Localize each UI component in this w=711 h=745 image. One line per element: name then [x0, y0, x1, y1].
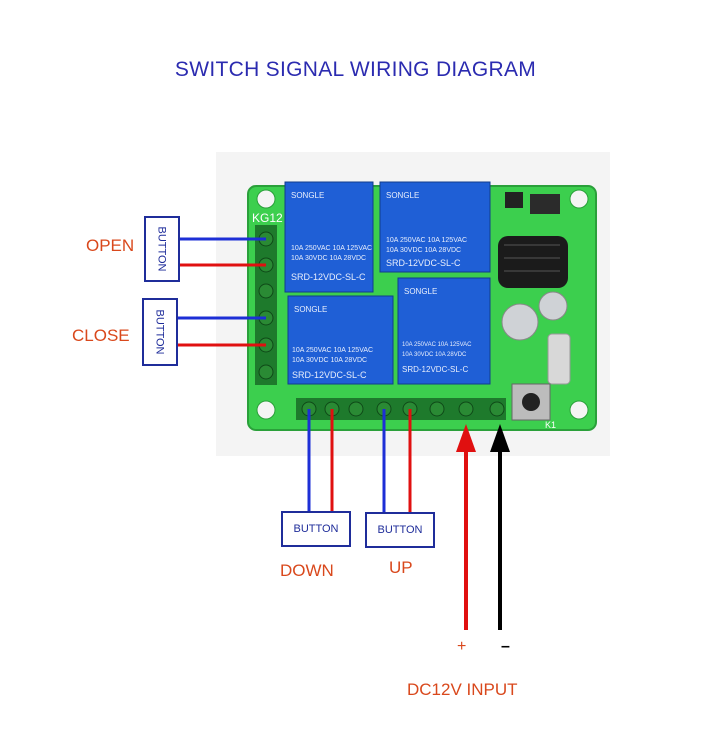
- open-label: OPEN: [86, 236, 135, 255]
- open-button-label: BUTTON: [156, 226, 168, 272]
- open-wires: [178, 237, 266, 267]
- relay-2-rating-1: 10A 250VAC 10A 125VAC: [386, 237, 467, 244]
- receiver-components: K1: [498, 192, 571, 430]
- up-wires: [382, 409, 412, 513]
- left-terminal-block: [255, 225, 277, 385]
- relay-1: SONGLE 10A 250VAC 10A 125VAC 10A 30VDC 1…: [284, 181, 374, 293]
- down-button-label: BUTTON: [293, 523, 339, 535]
- power-positive-arrow: [456, 424, 476, 630]
- relay-1-rating-1: 10A 250VAC 10A 125VAC: [291, 245, 372, 252]
- close-button-box: BUTTON: [142, 298, 178, 366]
- relay-1-rating-2: 10A 30VDC 10A 28VDC: [291, 255, 366, 262]
- relay-4: SONGLE 10A 250VAC 10A 125VAC 10A 30VDC 1…: [397, 277, 491, 385]
- key-label: K1: [545, 420, 556, 430]
- relay-1-brand: SONGLE: [291, 191, 324, 200]
- close-wires: [178, 316, 266, 347]
- power-negative-arrow: [490, 424, 510, 630]
- relay-4-rating-2: 10A 30VDC 10A 28VDC: [402, 352, 467, 358]
- close-label: CLOSE: [72, 326, 130, 345]
- relay-3-rating-2: 10A 30VDC 10A 28VDC: [292, 357, 367, 364]
- close-button-label: BUTTON: [154, 309, 166, 355]
- capacitor-1: [501, 303, 539, 341]
- relay-2-rating-2: 10A 30VDC 10A 28VDC: [386, 247, 461, 254]
- capacitor-2: [538, 291, 568, 321]
- relay-2-brand: SONGLE: [386, 191, 419, 200]
- antenna-coil: [498, 236, 568, 288]
- down-wires: [307, 409, 334, 512]
- minus-label: –: [501, 638, 510, 655]
- up-label: UP: [389, 558, 413, 577]
- relay-3-brand: SONGLE: [294, 305, 327, 314]
- up-button-label: BUTTON: [377, 524, 423, 536]
- relay-4-rating-1: 10A 250VAC 10A 125VAC: [402, 342, 472, 348]
- diagram-title: SWITCH SIGNAL WIRING DIAGRAM: [174, 58, 537, 81]
- relay-3-model: SRD-12VDC-SL-C: [292, 370, 367, 380]
- relay-2: SONGLE 10A 250VAC 10A 125VAC 10A 30VDC 1…: [379, 181, 491, 273]
- relay-4-brand: SONGLE: [404, 287, 437, 296]
- up-button-box: BUTTON: [365, 512, 435, 548]
- down-button-box: BUTTON: [281, 511, 351, 547]
- power-input-label: DC12V INPUT: [407, 680, 518, 699]
- board-silkscreen: KG12: [252, 211, 283, 225]
- crystal: [547, 333, 571, 385]
- relay-1-model: SRD-12VDC-SL-C: [291, 272, 366, 282]
- plus-label: +: [457, 638, 467, 655]
- relay-3-rating-1: 10A 250VAC 10A 125VAC: [292, 347, 373, 354]
- bottom-terminal-block: [296, 398, 506, 420]
- open-button-box: BUTTON: [144, 216, 180, 282]
- down-label: DOWN: [280, 561, 334, 580]
- relay-4-model: SRD-12VDC-SL-C: [402, 365, 468, 374]
- relay-2-model: SRD-12VDC-SL-C: [386, 258, 461, 268]
- relay-3: SONGLE 10A 250VAC 10A 125VAC 10A 30VDC 1…: [287, 295, 394, 385]
